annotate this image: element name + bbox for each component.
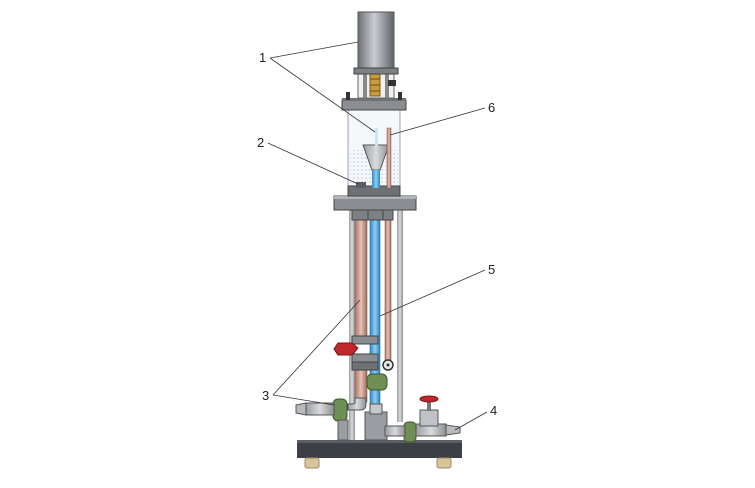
gauge-fitting [382,359,394,371]
motor-housing [353,11,399,75]
main-flange [333,195,417,211]
upper-fittings [351,209,394,221]
copper-pipe-right [384,217,392,369]
base-plate [297,440,462,458]
base-feet [304,457,452,469]
callout-label-5: 5 [488,262,495,277]
cone-nozzle [362,128,390,188]
inlet-hose-barb [295,402,335,416]
callout-label-3: 3 [262,388,269,403]
drain-elbow [337,397,367,441]
callout-label-4: 4 [490,403,497,418]
column-base-block [364,403,388,441]
top-flange [341,92,407,111]
outlet-pipe [384,423,461,437]
vertical-probe [386,127,392,189]
union-fittings-middle [351,335,379,371]
red-valve-handle [333,342,359,356]
callout-label-2: 2 [257,135,264,150]
leader-lines [267,41,488,431]
callout-label-1: 1 [259,50,266,65]
callout-label-6: 6 [488,100,495,115]
outlet-valve [419,395,439,427]
support-rods [349,210,403,440]
copper-pipe-left [354,217,368,403]
motor-shaft-coupling [357,71,396,99]
